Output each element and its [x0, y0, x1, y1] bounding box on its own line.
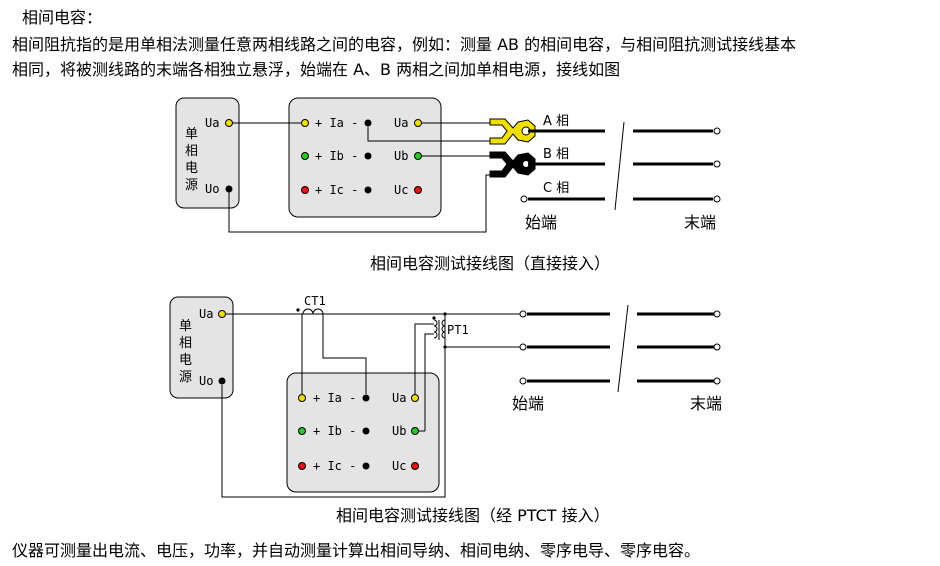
- yellow-clip-icon: [489, 118, 536, 145]
- ua-label: Ua: [394, 116, 408, 130]
- ia-minus-terminal: [364, 119, 372, 127]
- ic-minus-terminal: [364, 186, 372, 194]
- description-line-2: 相同，将被测线路的末端各相独立悬浮，始端在 A、B 两相之间加单相电源，接线如图: [12, 60, 621, 79]
- ct-coil-icon: [302, 308, 324, 315]
- pt-junction-top: [443, 312, 447, 316]
- footer-note: 仪器可测量出电流、电压，功率，并自动测量计算出相间导纳、相间电纳、零序电导、零序…: [12, 541, 701, 560]
- uc2-terminal: [411, 462, 419, 470]
- pt-primary-coil-icon: [433, 319, 438, 339]
- c2-start-terminal: [519, 377, 527, 385]
- source-ua-terminal: [225, 119, 233, 127]
- ua2-label: Ua: [392, 391, 406, 405]
- ia-plus-terminal: [301, 119, 309, 127]
- phase-a-label: A 相: [543, 114, 569, 129]
- ib-plus-terminal: [301, 152, 309, 160]
- power-source-box: [175, 97, 240, 209]
- ia2-minus-terminal: [362, 394, 370, 402]
- ub-terminal: [414, 152, 422, 160]
- source2-ua-terminal: [218, 310, 226, 318]
- source-ua-label: Ua: [205, 116, 219, 130]
- a-end-terminal: [713, 127, 721, 135]
- source2-char-3: 电: [179, 353, 192, 368]
- ic2-minus-terminal: [362, 462, 370, 470]
- diagram1-caption: 相间电容测试接线图（直接接入）: [370, 254, 611, 273]
- uc-terminal: [414, 186, 422, 194]
- wires-d2: [221, 313, 520, 498]
- source-char-1: 单: [185, 127, 198, 142]
- source2-uo-label: Uo: [199, 374, 213, 388]
- uc-label: Uc: [394, 183, 408, 197]
- c-end-terminal: [713, 195, 721, 203]
- uc2-label: Uc: [392, 459, 406, 473]
- break-mark: [614, 121, 625, 211]
- ct-polarity-dot: [296, 308, 300, 312]
- end-label-2: 末端: [690, 394, 722, 413]
- description-line-1: 相间阻抗指的是用单相法测量任意两相线路之间的电容，例如：测量 AB 的相间电容，…: [12, 35, 797, 54]
- pt-secondary-coil-icon: [441, 319, 446, 339]
- ib2-label: + Ib -: [313, 424, 356, 438]
- pt-junction-bottom: [443, 345, 447, 349]
- break-mark-2: [617, 304, 629, 393]
- b-end-terminal: [713, 160, 721, 168]
- ib2-plus-terminal: [298, 427, 306, 435]
- ub2-label: Ub: [392, 424, 406, 438]
- ia-label: + Ia -: [315, 116, 358, 130]
- source2-char-2: 相: [179, 336, 192, 351]
- ic2-plus-terminal: [298, 462, 306, 470]
- source2-char-1: 单: [179, 319, 192, 334]
- ub2-terminal: [411, 427, 419, 435]
- source-char-2: 相: [185, 144, 198, 159]
- diagram-ptct: 单 相 电 源 Ua Uo + Ia - Ua + Ib - Ub + Ic -…: [169, 294, 722, 498]
- source2-ua-label: Ua: [199, 307, 213, 321]
- a2-end-terminal: [713, 310, 721, 318]
- pt-label: PT1: [447, 323, 469, 337]
- ib-label: + Ib -: [315, 149, 358, 163]
- power-source-box-2: [169, 296, 234, 399]
- ib-minus-terminal: [364, 152, 372, 160]
- phase-lines-d1: [528, 129, 713, 201]
- b2-start-terminal: [519, 343, 527, 351]
- ia2-label: + Ia -: [313, 391, 356, 405]
- ic-plus-terminal: [301, 186, 309, 194]
- ic-label: + Ic -: [315, 183, 358, 197]
- source2-uo-terminal: [218, 377, 226, 385]
- b2-end-terminal: [713, 343, 721, 351]
- source2-char-4: 源: [179, 370, 192, 385]
- source-uo-terminal: [225, 185, 233, 193]
- ic2-label: + Ic -: [313, 459, 356, 473]
- a2-start-terminal: [519, 310, 527, 318]
- diagram-direct: 单 相 电 源 Ua Uo + Ia - Ua + Ib - Ub + Ic -…: [175, 97, 721, 233]
- phase-b-label: B 相: [543, 147, 569, 162]
- black-clip-icon: [489, 151, 536, 178]
- source-char-4: 源: [185, 178, 198, 193]
- end-label: 末端: [684, 213, 716, 232]
- ct-label: CT1: [304, 294, 326, 308]
- c-start-terminal: [520, 195, 528, 203]
- ub-label: Ub: [394, 149, 408, 163]
- ib2-minus-terminal: [362, 427, 370, 435]
- diagram2-caption: 相间电容测试接线图（经 PTCT 接入）: [336, 506, 610, 525]
- section-heading: 相间电容：: [22, 8, 103, 27]
- source-uo-label: Uo: [205, 182, 219, 196]
- pt-polarity-dot: [432, 316, 436, 320]
- c2-end-terminal: [713, 377, 721, 385]
- phase-lines-d2: [527, 312, 714, 383]
- ua2-terminal: [411, 394, 419, 402]
- clip-b-connector: [523, 161, 529, 167]
- start-label: 始端: [525, 213, 557, 232]
- ua-terminal: [414, 119, 422, 127]
- start-label-2: 始端: [512, 394, 544, 413]
- wires-d1: [228, 122, 492, 233]
- source-char-3: 电: [185, 161, 198, 176]
- phase-c-label: C 相: [543, 181, 569, 196]
- ia2-plus-terminal: [298, 394, 306, 402]
